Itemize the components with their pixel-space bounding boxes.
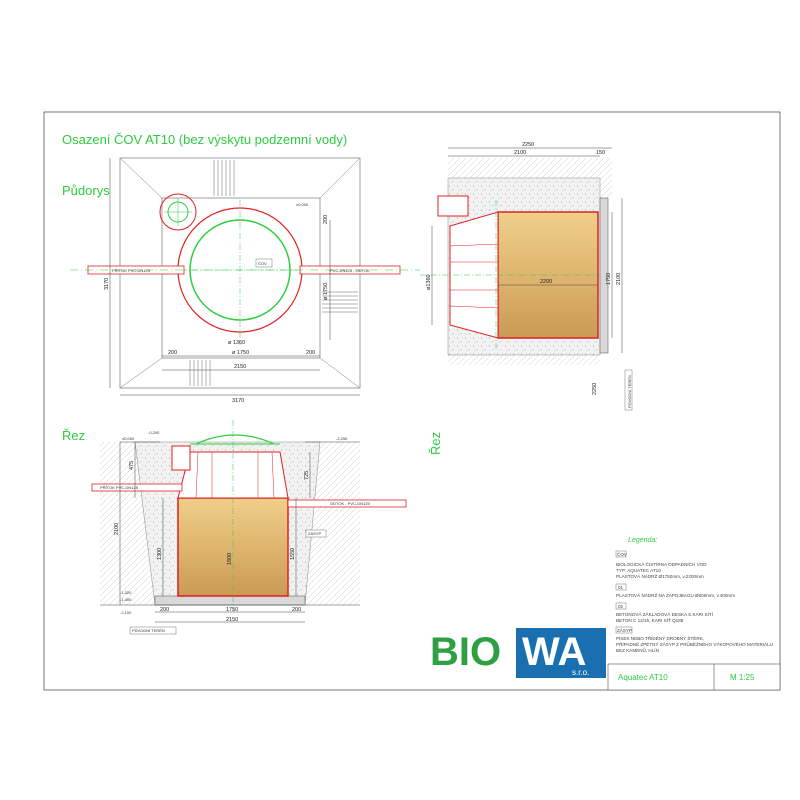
legend-item-2-line-1: BETON C 12/15, KARI SÍŤ Q188	[616, 616, 684, 623]
legend-item-2-tag: 02	[618, 604, 624, 609]
plan-dim-0: 200	[168, 350, 177, 356]
section-outlet-pipe	[287, 499, 407, 508]
plan-dim-5: 3170	[104, 278, 110, 290]
section-dim-0: 475	[129, 461, 135, 470]
section-level-4: -2,100	[120, 610, 132, 615]
right-dim-side-2: 2100	[616, 273, 622, 285]
section-level-3: -1,400	[120, 597, 132, 602]
section-manhole	[171, 445, 191, 471]
plan-manhole	[159, 193, 197, 231]
right-dim-mid-0: 2200	[540, 279, 552, 285]
logo-text-left: BIO	[430, 630, 501, 674]
title-block-product: Aquatec AT10	[618, 673, 668, 682]
drawing-frame	[43, 111, 781, 691]
section-level-1: -0,200	[148, 430, 160, 435]
right-manhole	[437, 195, 469, 217]
section-bottom-title: Řez	[62, 428, 85, 443]
section-base-slab	[154, 595, 306, 606]
section-dim-3: 1300	[157, 548, 163, 560]
section-inlet-pipe	[91, 483, 183, 492]
title-block: Aquatec AT10 M 1:25	[607, 663, 781, 691]
legend-item-3-line-2: BEZ KAMENŮ, HLÍN	[616, 647, 659, 653]
plan-dim-6: ø 1750	[323, 283, 329, 300]
plan-marker-tag: ±0,000	[296, 202, 309, 207]
legend-item-0-line-0: BIOLOGICKÁ ČISTÍRNA ODPADNÍCH VOD	[616, 561, 707, 567]
legend-item-2-line-0: BETONOVÁ ZÁKLADOVÁ DESKA S KARI SÍTÍ	[616, 611, 714, 617]
legend-title: Legenda:	[628, 537, 657, 544]
right-section: 2250 2100 150 2200 ø1360 1750 2100 2250 …	[420, 142, 633, 411]
section-dim-5: 2100	[114, 523, 120, 535]
logo-sub: s.r.o.	[572, 668, 589, 677]
legend-item-3-line-0: PÍSEK NEBO TŘÍDĚNÝ DROBNÝ ŠTĚRK,	[616, 634, 704, 641]
section-dim-8: 200	[292, 607, 301, 613]
plan-view: PŘÍTOK PVC-DN125 PVC-DN125 - ODTOK ČOV ±…	[70, 157, 420, 404]
section-dim-6: 200	[160, 607, 169, 613]
section-level-0: ±0,000	[122, 436, 135, 441]
legend: Legenda: ČOV BIOLOGICKÁ ČISTÍRNA ODPADNÍ…	[615, 537, 773, 653]
plan-dim-2: 200	[306, 350, 315, 356]
plan-title: Půdorys	[62, 183, 110, 198]
legend-item-0-line-1: TYP: AQUATEC AT10	[616, 568, 661, 573]
right-dim-side-3: 2250	[592, 383, 598, 395]
right-dim-top-2: 150	[596, 150, 605, 156]
section-level-5: -2,250	[336, 436, 348, 441]
section-dim-9: 2150	[226, 617, 238, 623]
plan-dim-3: 2150	[234, 364, 246, 370]
plan-inner-square	[161, 197, 321, 359]
right-dim-side-1: 1750	[606, 273, 612, 285]
section-dim-4: 1550	[290, 548, 296, 560]
plan-dim-8: 200	[323, 215, 329, 224]
right-ground-label: PŮVODNÍ TERÉN	[627, 375, 632, 408]
section-inlet-label: PŘÍTOK PVC-DN125	[100, 485, 139, 490]
bottom-section: PŘÍTOK PVC-DN125 ODTOK - PVC-DN125 ±0,00…	[91, 420, 407, 635]
section-backfill-label: ZÁSYP	[308, 531, 321, 536]
section-dim-2: 1800	[227, 553, 233, 565]
main-title: Osazení ČOV AT10 (bez výskytu podzemní v…	[62, 132, 347, 147]
logo-blue-box	[516, 628, 606, 678]
title-block-scale: M 1:25	[730, 673, 755, 682]
legend-item-3-line-1: PŘÍPADNĚ ZPĚTNÝ ZÁSYP Z PRŮBĚŽNÉHO VÝKOP…	[616, 640, 773, 647]
right-base-slab	[599, 197, 609, 354]
right-dim-top-0: 2250	[522, 142, 534, 148]
plan-tank-tag: ČOV	[258, 261, 267, 266]
legend-item-3-tag: ZÁSYP	[617, 627, 632, 633]
plan-inlet-label: PŘÍTOK PVC-DN125	[112, 268, 151, 273]
legend-item-1-line-0: PLASTOVÁ NÁDRŽ NA ZAPOJBAGU Ø600mm, v.40…	[616, 591, 735, 598]
legend-item-0-line-2: PLASTOVÁ NÁDRŽ Ø1750mm, v.2200mm	[616, 572, 704, 579]
section-outlet-label: ODTOK - PVC-DN125	[330, 501, 370, 506]
section-dim-1: 725	[304, 471, 310, 480]
section-tank-lid	[195, 434, 275, 445]
right-tank-body	[497, 211, 599, 339]
logo-text-right: WA	[522, 630, 586, 674]
plan-dim-1: ø 1750	[232, 350, 249, 356]
section-right-title: Řez	[428, 432, 443, 455]
right-dim-top-1: 2100	[514, 150, 526, 156]
plan-dim-4: 3170	[232, 398, 244, 404]
section-ground-label: PŮVODNÍ TERÉN	[132, 628, 165, 633]
plan-dim-7: ø 1360	[228, 340, 245, 346]
plan-outlet-label: PVC-DN125 - ODTOK	[330, 268, 370, 273]
biowa-logo: BIO WA s.r.o.	[430, 628, 606, 678]
legend-item-1-tag: 01	[618, 585, 624, 590]
right-dim-side-0: ø1360	[426, 274, 432, 290]
section-dim-7: 1750	[226, 607, 238, 613]
section-level-2: -1,320	[120, 590, 132, 595]
legend-item-0-tag: ČOV	[617, 551, 628, 557]
